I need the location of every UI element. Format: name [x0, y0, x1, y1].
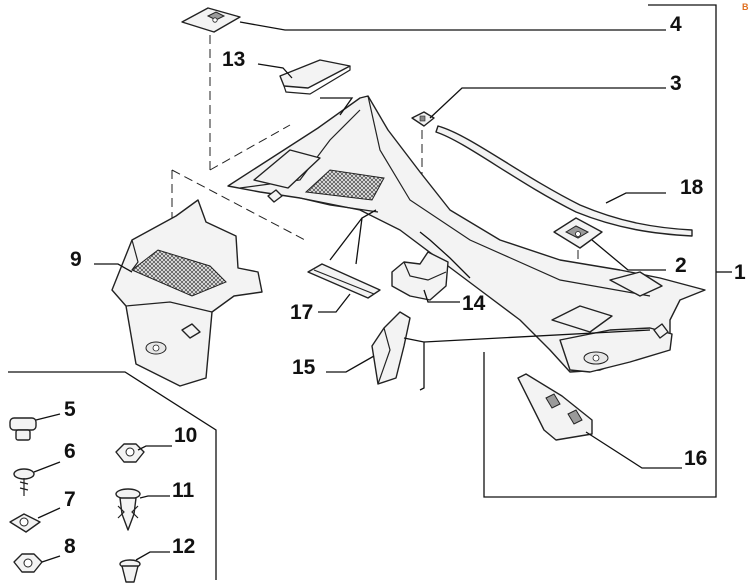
part-16-trim: [517, 373, 593, 441]
part-14-bracket: [391, 251, 449, 301]
leader-11: [139, 495, 170, 499]
leader-14b: [419, 231, 471, 279]
leader-18: [605, 192, 666, 204]
part-7-nut-clip: [9, 513, 41, 533]
assembly-line-9c: [209, 124, 291, 171]
callout-17: 17: [290, 301, 313, 324]
callout-12: 12: [172, 535, 195, 558]
leader-3: [429, 87, 666, 119]
callout-7: 7: [64, 488, 76, 511]
leader-17: [318, 293, 351, 313]
leader-13: [257, 63, 293, 79]
callout-1: 1: [734, 261, 746, 284]
leader-16: [585, 431, 682, 469]
part-11-push-clip: [115, 488, 141, 531]
part-13-pad: [279, 59, 351, 95]
callout-14: 14: [462, 292, 486, 315]
part-1-cowl-panel: [227, 95, 706, 373]
part-12-grommet: [119, 559, 141, 583]
fastener-group-frame: [8, 371, 217, 580]
bracket-part-1: [483, 4, 717, 498]
leader-15: [326, 355, 375, 373]
leader-4: [239, 21, 666, 31]
callout-16: 16: [684, 447, 707, 470]
leader-5: [35, 413, 61, 421]
callout-2: 2: [675, 254, 687, 277]
part-6-screw: [13, 468, 35, 496]
part-4-clip: [181, 7, 241, 33]
callout-9: 9: [70, 248, 82, 271]
corner-mark: B: [742, 2, 749, 12]
part-18-seal-strip: [435, 125, 693, 237]
callout-3: 3: [670, 72, 682, 95]
callout-11: 11: [172, 479, 195, 502]
callout-6: 6: [64, 440, 76, 463]
leader-2: [591, 239, 666, 271]
callout-8: 8: [64, 535, 76, 558]
part-10-nut: [115, 443, 145, 463]
leader-15b: [403, 337, 425, 391]
part-3-clip: [411, 111, 435, 127]
callout-5: 5: [64, 398, 76, 421]
callout-10: 10: [174, 424, 197, 447]
leader-13b: [320, 97, 354, 116]
leader-6: [33, 461, 61, 473]
leader-17b: [355, 209, 377, 265]
leader-15c: [423, 329, 651, 343]
callout-13: 13: [222, 48, 245, 71]
part-5-clip: [9, 417, 37, 441]
leader-14: [423, 289, 460, 303]
leader-10: [137, 445, 172, 451]
leader-17c: [329, 217, 363, 261]
leader-8: [41, 555, 61, 563]
assembly-line-9b: [171, 169, 306, 241]
part-9-drain-box: [111, 199, 263, 387]
leader-7: [37, 507, 61, 519]
callout-4: 4: [670, 13, 682, 36]
part-15-trim: [371, 311, 411, 385]
callout-18: 18: [680, 176, 704, 199]
callout-15: 15: [292, 356, 316, 379]
part-8-nut: [13, 553, 43, 573]
leader-12: [135, 551, 170, 561]
part-2-cover: [553, 217, 603, 249]
part-17-strip: [307, 263, 381, 299]
leader-9: [94, 263, 133, 273]
